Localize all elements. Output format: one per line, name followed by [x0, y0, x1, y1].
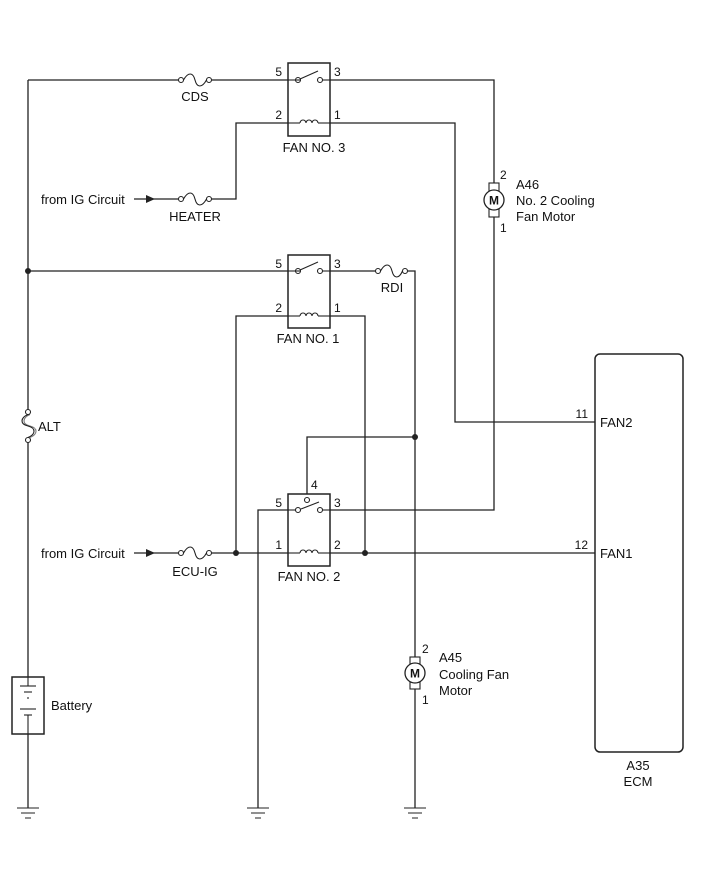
- fuse-label-rdi: RDI: [381, 280, 403, 295]
- relay-fan-no-3: 5 3 2 1 FAN NO. 3: [275, 62, 346, 155]
- fuse-ecu-ig: ECU-IG: [172, 546, 218, 579]
- ecm-name: ECM: [624, 774, 653, 789]
- motor-a45-line1: Cooling Fan: [439, 667, 509, 682]
- relay-label-fan1: FAN NO. 1: [277, 331, 340, 346]
- motor-a46-id: A46: [516, 177, 539, 192]
- ecm-fan2-pin: 11: [576, 407, 589, 421]
- wire-fan2-pin4: [306, 436, 415, 500]
- ecm-id: A35: [626, 758, 649, 773]
- fuse-label-ecu-ig: ECU-IG: [172, 564, 218, 579]
- relay-fan2-pin5: 5: [275, 496, 282, 510]
- motor-a45: M 2 1 A45 Cooling Fan Motor: [404, 642, 509, 707]
- fuse-label-cds: CDS: [181, 89, 209, 104]
- wire-fan1-coil-right: [330, 315, 366, 553]
- battery: Battery: [11, 676, 93, 735]
- fuse-heater: HEATER: [169, 192, 221, 224]
- junctions: [25, 268, 418, 556]
- junction-dot: [233, 550, 239, 556]
- motor-a45-pin-bottom: 1: [422, 693, 429, 707]
- motor-a46: M 2 1 A46 No. 2 Cooling Fan Motor: [483, 168, 595, 235]
- relay-fan1-pin1: 1: [334, 301, 341, 315]
- relay-fan3-pin2: 2: [275, 108, 282, 122]
- ecm-fan1-label: FAN1: [600, 546, 633, 561]
- motor-a45-id: A45: [439, 650, 462, 665]
- wire-fan3-to-a46: [330, 79, 495, 183]
- wires: [27, 79, 595, 808]
- fuse-alt: ALT: [21, 408, 61, 444]
- wire-fan3-to-ecm-fan2: [330, 122, 595, 423]
- relay-fan1-pin5: 5: [275, 257, 282, 271]
- battery-label: Battery: [51, 698, 93, 713]
- wire-a46-to-fan2: [330, 217, 495, 511]
- relay-fan-no-2: 5 4 3 1 2 FAN NO. 2: [275, 478, 341, 584]
- source-ig-top: from IG Circuit: [41, 192, 155, 207]
- relay-fan2-pin2: 2: [334, 538, 341, 552]
- arrow-icon: [146, 549, 155, 557]
- relay-fan2-pin1: 1: [275, 538, 282, 552]
- ecm-fan2-label: FAN2: [600, 415, 633, 430]
- relay-fan3-pin3: 3: [334, 65, 341, 79]
- relay-fan2-pin4: 4: [311, 478, 318, 492]
- ecm-module: 11 FAN2 12 FAN1 A35 ECM: [575, 353, 684, 789]
- ground-icon: [17, 807, 39, 819]
- motor-icon: [404, 662, 426, 684]
- relay-fan2-pin3: 3: [334, 496, 341, 510]
- relay-label-fan3: FAN NO. 3: [283, 140, 346, 155]
- source-label-ig-top: from IG Circuit: [41, 192, 125, 207]
- motor-a46-line1: No. 2 Cooling: [516, 193, 595, 208]
- ground-icon: [404, 807, 426, 819]
- fuse-label-heater: HEATER: [169, 209, 221, 224]
- junction-dot: [362, 550, 368, 556]
- motor-a45-pin-top: 2: [422, 642, 429, 656]
- relay-fan-no-1: 5 3 2 1 FAN NO. 1: [275, 254, 341, 346]
- source-label-ig-bottom: from IG Circuit: [41, 546, 125, 561]
- relay-fan3-pin1: 1: [334, 108, 341, 122]
- junction-dot: [25, 268, 31, 274]
- ground-icon: [247, 807, 269, 819]
- fuse-cds: CDS: [177, 73, 213, 104]
- motor-icon: [483, 189, 505, 211]
- relay-fan1-pin2: 2: [275, 301, 282, 315]
- relay-label-fan2: FAN NO. 2: [278, 569, 341, 584]
- arrow-icon: [146, 195, 155, 203]
- fuse-label-alt: ALT: [38, 419, 61, 434]
- motor-a45-line2: Motor: [439, 683, 473, 698]
- motor-a46-pin-top: 2: [500, 168, 507, 182]
- source-ig-bottom: from IG Circuit: [41, 546, 155, 561]
- fuse-rdi: RDI: [374, 264, 409, 295]
- relay-fan3-pin5: 5: [275, 65, 282, 79]
- wire-rdi-to-a45: [408, 270, 416, 657]
- motor-a46-pin-bottom: 1: [500, 221, 507, 235]
- junction-dot: [412, 434, 418, 440]
- motor-a46-line2: Fan Motor: [516, 209, 576, 224]
- wire-fan1-coil-left: [235, 315, 288, 553]
- wire-fan2-ground: [257, 509, 288, 808]
- motor-a46-symbol: M: [489, 194, 499, 208]
- wire-fan3-coil-to-heater: [212, 122, 288, 200]
- motor-a45-symbol: M: [410, 667, 420, 681]
- ecm-fan1-pin: 12: [575, 538, 589, 552]
- relay-fan1-pin3: 3: [334, 257, 341, 271]
